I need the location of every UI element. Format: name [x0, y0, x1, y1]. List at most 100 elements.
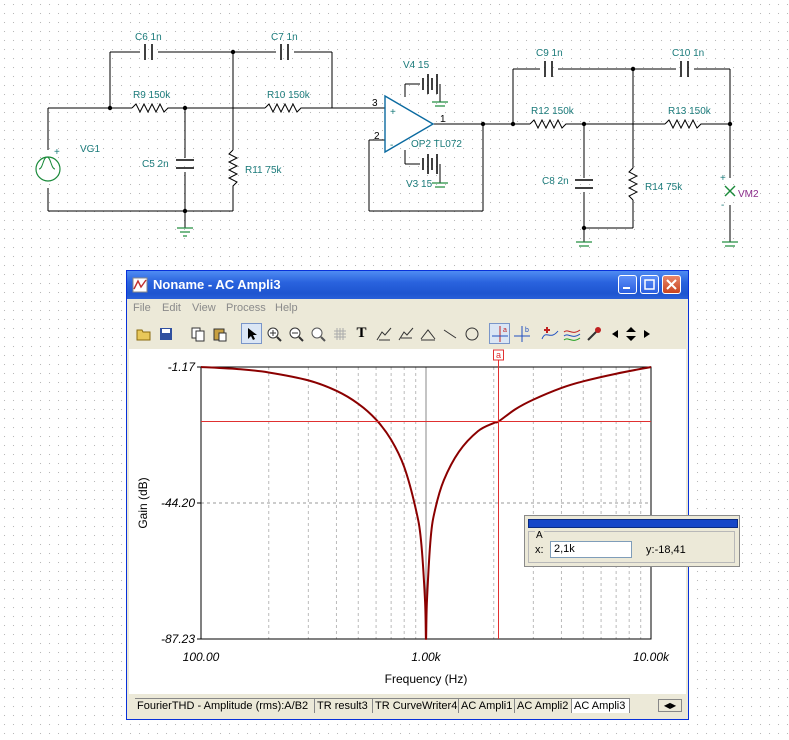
window-title: Noname - AC Ampli3	[153, 277, 281, 292]
title-bar[interactable]: Noname - AC Ampli3	[127, 271, 688, 299]
cursor-a-icon: a	[491, 325, 508, 342]
menu-bar: File Edit View Process Help	[127, 299, 688, 319]
opamp-minus: -	[390, 140, 393, 151]
label-c5: C5 2n	[142, 159, 169, 170]
add-curve-button[interactable]	[539, 323, 560, 344]
label-v3: V3 15	[406, 179, 433, 190]
gain-curve	[200, 366, 652, 641]
cursor-panel-titlebar[interactable]	[528, 519, 738, 528]
pointer-button[interactable]	[241, 323, 262, 344]
label-c6: C6 1n	[135, 32, 162, 43]
label-c7: C7 1n	[271, 32, 298, 43]
tab-tr-result3[interactable]: TR result3	[315, 698, 373, 713]
open-button[interactable]	[133, 323, 154, 344]
text-icon: T	[356, 325, 367, 341]
right-arrow-button[interactable]	[641, 323, 653, 344]
y-tick-label: -1.17	[168, 360, 197, 374]
cursor-y-value: -18,41	[654, 544, 686, 556]
y-axis-label: Gain (dB)	[136, 477, 150, 528]
menu-file[interactable]: File	[133, 302, 151, 314]
app-icon	[132, 277, 148, 293]
curve-style-icon	[563, 329, 580, 341]
tab-bar: FourierTHD - Amplitude (rms):A/B2 TR res…	[129, 696, 686, 716]
vm2-plus: +	[720, 173, 726, 184]
curve-c-button[interactable]	[417, 323, 438, 344]
tab-scroll-icon: ◀▶	[663, 701, 677, 710]
minimize-button[interactable]	[618, 275, 637, 294]
paste-button[interactable]	[209, 323, 230, 344]
label-r11: R11 75k	[245, 165, 283, 176]
cursor-readout-panel: A x: 2,1k y:-18,41	[524, 515, 740, 567]
circle-button[interactable]	[461, 323, 482, 344]
zoom-100-button[interactable]	[307, 323, 328, 344]
x-tick-label: 1.00k	[411, 650, 441, 664]
zoom-out-icon	[289, 327, 304, 342]
label-c8: C8 2n	[542, 176, 569, 187]
zoom-in-button[interactable]	[263, 323, 284, 344]
cursor-a-label: a	[496, 350, 501, 360]
circle-icon	[465, 327, 478, 340]
label-op2: OP2 TL072	[411, 139, 462, 150]
menu-process[interactable]: Process	[226, 302, 266, 314]
tab-ac-ampli1[interactable]: AC Ampli1	[459, 698, 515, 713]
close-icon	[666, 279, 677, 290]
pin-2: 2	[374, 131, 380, 142]
text-tool-button[interactable]: T	[351, 323, 372, 344]
cursor-a-button[interactable]: a	[489, 323, 510, 344]
curve-b-icon	[398, 327, 413, 340]
vm2-minus: -	[721, 200, 724, 211]
up-down-arrow-button[interactable]	[621, 323, 641, 344]
close-button[interactable]	[662, 275, 681, 294]
toolbar: T a b	[131, 321, 686, 347]
menu-view[interactable]: View	[192, 302, 216, 314]
menu-edit[interactable]: Edit	[162, 302, 181, 314]
tab-tr-curvewriter4[interactable]: TR CurveWriter4	[373, 698, 459, 713]
up-down-arrow-icon	[626, 326, 636, 341]
y-tick-label: -87.23	[161, 632, 195, 646]
zoom-in-icon	[267, 327, 282, 342]
left-arrow-icon	[612, 329, 618, 338]
paste-icon	[213, 328, 226, 341]
curve-b-button[interactable]	[395, 323, 416, 344]
plus-sign: +	[54, 147, 60, 158]
tab-fourier-thd[interactable]: FourierTHD - Amplitude (rms):A/B2	[135, 698, 315, 713]
copy-button[interactable]	[187, 323, 208, 344]
save-button[interactable]	[155, 323, 176, 344]
save-icon	[159, 327, 172, 340]
tab-ac-ampli3[interactable]: AC Ampli3	[572, 698, 630, 713]
cursor-a[interactable]: a	[201, 349, 651, 639]
cursor-group-label: A	[535, 530, 544, 541]
color-picker-button[interactable]	[583, 323, 604, 344]
x-axis-label: Frequency (Hz)	[385, 672, 468, 686]
curve-a-button[interactable]	[373, 323, 394, 344]
line-button[interactable]	[439, 323, 460, 344]
menu-help[interactable]: Help	[275, 302, 298, 314]
label-r14: R14 75k	[645, 182, 683, 193]
zoom-out-button[interactable]	[285, 323, 306, 344]
label-vg1: VG1	[80, 144, 100, 155]
tab-ac-ampli2[interactable]: AC Ampli2	[515, 698, 572, 713]
cursor-x-field[interactable]: 2,1k	[550, 541, 632, 558]
curve-style-button[interactable]	[561, 323, 582, 344]
pin-3: 3	[372, 98, 378, 109]
label-r9: R9 150k	[133, 90, 171, 101]
line-icon	[443, 329, 456, 338]
label-c10: C10 1n	[672, 48, 704, 59]
pointer-icon	[247, 327, 257, 340]
svg-text:b: b	[525, 327, 529, 334]
cursor-y-label: y:	[646, 544, 655, 556]
grid-button[interactable]	[329, 323, 350, 344]
tab-scroll-buttons[interactable]: ◀▶	[658, 699, 682, 712]
cursor-b-button[interactable]: b	[511, 323, 532, 344]
schematic: C6 1n C7 1n R9 150k R10 150k C5 2n R11 7…	[35, 32, 759, 247]
y-tick-label: -44.20	[161, 496, 195, 510]
zoom-100-icon	[311, 327, 326, 342]
maximize-button[interactable]	[640, 275, 659, 294]
left-arrow-button[interactable]	[609, 323, 621, 344]
label-r10: R10 150k	[267, 90, 311, 101]
right-arrow-icon	[644, 329, 650, 338]
opamp-plus: +	[390, 107, 396, 118]
